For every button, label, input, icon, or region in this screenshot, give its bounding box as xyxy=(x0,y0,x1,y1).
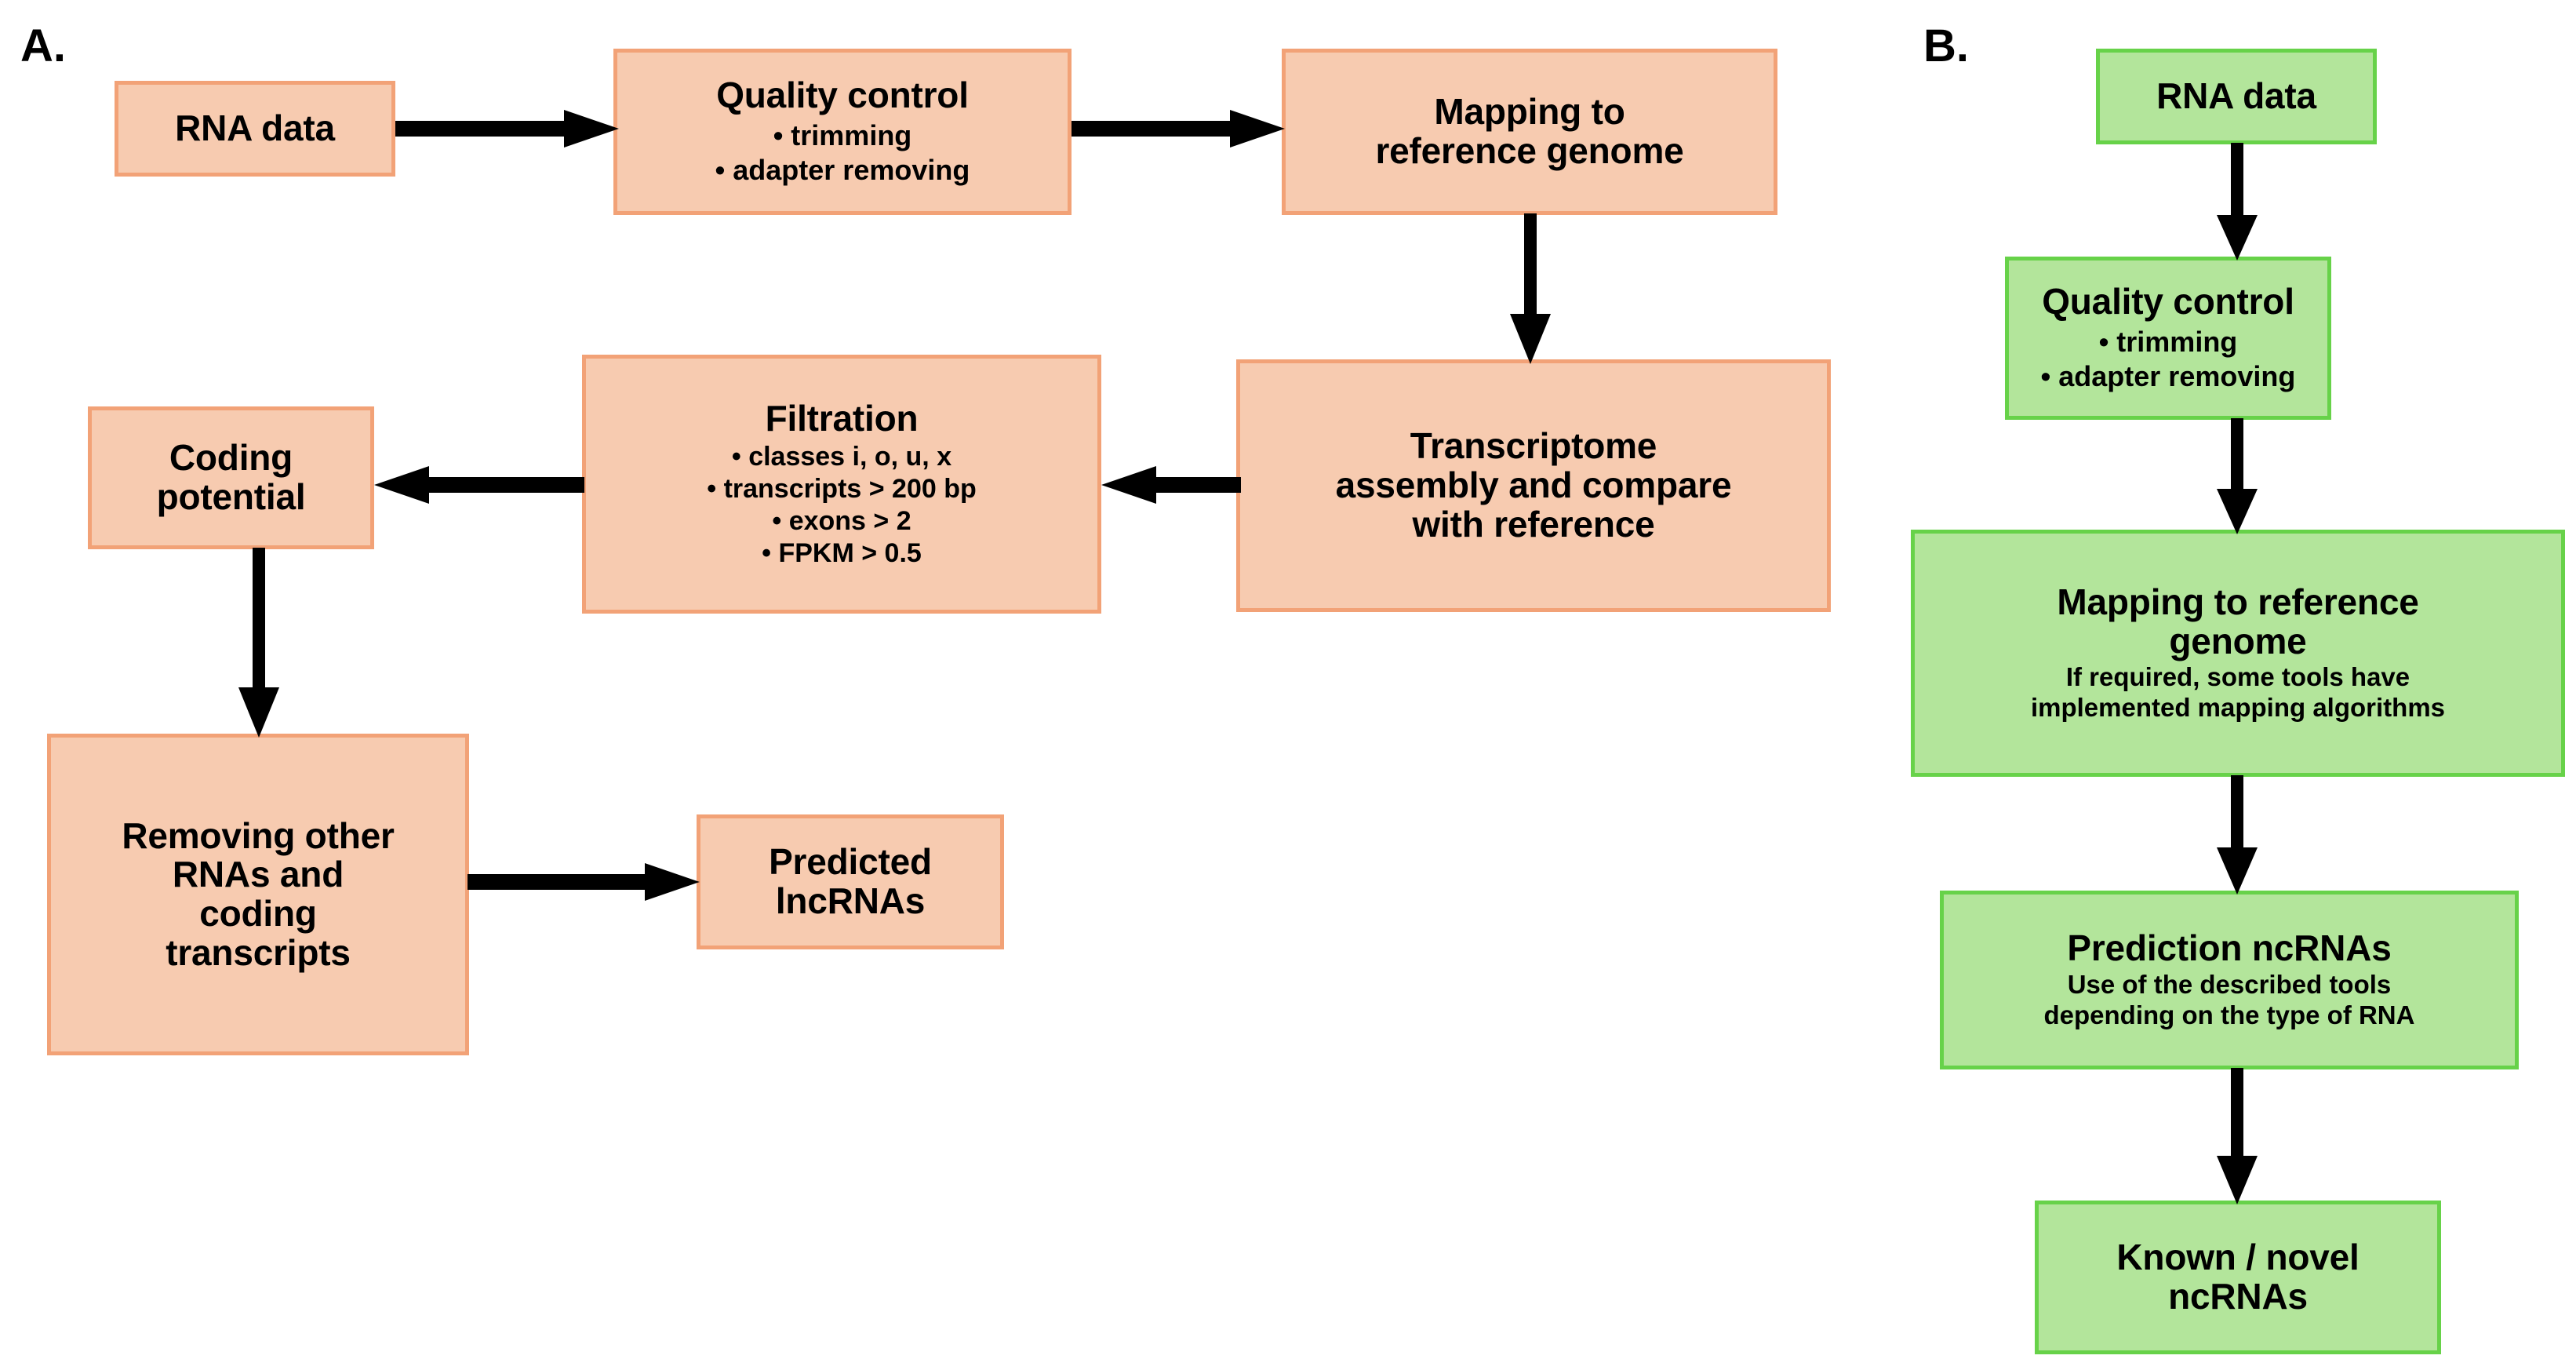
node-b-prediction-title: Prediction ncRNAs xyxy=(2067,927,2392,969)
node-b-rna-data[interactable]: RNA data xyxy=(2096,49,2377,144)
node-a-coding-potential[interactable]: Coding potential xyxy=(88,406,374,549)
node-a-filtration[interactable]: Filtration • classes i, o, u, x • transc… xyxy=(582,355,1101,614)
panel-b-label: B. xyxy=(1923,20,1969,71)
node-b-quality-control-bullets: • trimming • adapter removing xyxy=(2041,325,2296,394)
node-b-known-line2: ncRNAs xyxy=(2168,1276,2308,1317)
node-a-coding-line2: potential xyxy=(156,476,306,517)
node-a-filtration-bullets: • classes i, o, u, x • transcripts > 200… xyxy=(707,441,977,569)
node-b-mapping[interactable]: Mapping to reference genome If required,… xyxy=(1911,530,2565,777)
node-a-quality-control[interactable]: Quality control • trimming • adapter rem… xyxy=(613,49,1072,215)
node-b-rna-data-title: RNA data xyxy=(2156,75,2316,117)
arrow-a-filtration-to-coding xyxy=(374,466,584,504)
node-a-predicted-line1: Predicted xyxy=(769,841,932,883)
node-b-prediction-note: Use of the described tools depending on … xyxy=(2044,970,2415,1031)
node-a-removing[interactable]: Removing other RNAs and coding transcrip… xyxy=(47,734,469,1055)
node-b-quality-control-title: Quality control xyxy=(2042,281,2294,322)
node-a-removing-line3: coding xyxy=(199,893,317,934)
node-b-prediction-note-line2: depending on the type of RNA xyxy=(2043,1000,2415,1029)
arrow-b-prediction-to-known xyxy=(2217,1068,2258,1204)
panel-a-label: A. xyxy=(20,20,66,71)
arrow-a-rna-to-quality xyxy=(395,110,619,148)
arrow-b-quality-to-mapping xyxy=(2217,418,2258,534)
node-b-mapping-note-line1: If required, some tools have xyxy=(2065,662,2410,692)
bullet-classes: • classes i, o, u, x xyxy=(731,442,952,472)
node-a-predicted-lncrnas[interactable]: Predicted lncRNAs xyxy=(697,814,1004,949)
node-a-assembly-line2: assembly and compare xyxy=(1335,465,1732,506)
bullet-trimming: • trimming xyxy=(773,118,912,151)
node-b-known-line1: Known / novel xyxy=(2116,1237,2360,1278)
node-b-prediction-note-line1: Use of the described tools xyxy=(2067,969,2392,999)
node-b-mapping-note-line2: implemented mapping algorithms xyxy=(2030,693,2446,723)
node-a-filtration-title: Filtration xyxy=(765,397,919,439)
node-b-mapping-line2: genome xyxy=(2169,620,2307,661)
bullet-exons: • exons > 2 xyxy=(772,505,911,536)
bullet-transcripts-length: • transcripts > 200 bp xyxy=(707,474,977,505)
node-b-mapping-line1: Mapping to reference xyxy=(2057,581,2419,622)
node-b-quality-control[interactable]: Quality control • trimming • adapter rem… xyxy=(2005,257,2331,420)
node-a-assembly-line3: with reference xyxy=(1412,503,1655,545)
arrow-a-assembly-to-filtration xyxy=(1101,466,1241,504)
arrow-b-mapping-to-prediction xyxy=(2217,775,2258,895)
node-a-assembly-line1: Transcriptome xyxy=(1410,425,1657,467)
arrow-a-mapping-to-assembly xyxy=(1510,213,1551,364)
arrow-a-coding-to-removing xyxy=(238,548,279,738)
node-a-rna-data-title: RNA data xyxy=(175,107,335,149)
node-a-mapping-line2: reference genome xyxy=(1375,130,1684,171)
bullet-fpkm: • FPKM > 0.5 xyxy=(762,537,922,568)
arrow-a-quality-to-mapping xyxy=(1072,110,1285,148)
arrow-b-rna-to-quality xyxy=(2217,143,2258,261)
bullet-adapter-removing: • adapter removing xyxy=(2040,359,2296,392)
node-a-quality-control-bullets: • trimming • adapter removing xyxy=(715,118,970,188)
node-a-predicted-line2: lncRNAs xyxy=(775,880,926,921)
node-b-prediction[interactable]: Prediction ncRNAs Use of the described t… xyxy=(1940,891,2519,1069)
node-a-removing-line2: RNAs and xyxy=(172,854,344,895)
node-a-mapping-line1: Mapping to xyxy=(1434,91,1625,133)
node-b-mapping-note: If required, some tools have implemented… xyxy=(2031,662,2445,723)
node-b-known-novel[interactable]: Known / novel ncRNAs xyxy=(2035,1201,2441,1354)
node-a-quality-control-title: Quality control xyxy=(716,75,969,116)
node-a-coding-line1: Coding xyxy=(169,437,293,479)
node-a-removing-line1: Removing other xyxy=(122,814,395,856)
node-a-mapping[interactable]: Mapping to reference genome xyxy=(1282,49,1777,215)
bullet-adapter-removing: • adapter removing xyxy=(715,153,970,186)
node-a-assembly[interactable]: Transcriptome assembly and compare with … xyxy=(1236,359,1831,612)
node-a-removing-line4: transcripts xyxy=(166,931,351,973)
bullet-trimming: • trimming xyxy=(2098,325,2238,358)
arrow-a-removing-to-predicted xyxy=(468,863,700,901)
node-a-rna-data[interactable]: RNA data xyxy=(115,81,395,177)
